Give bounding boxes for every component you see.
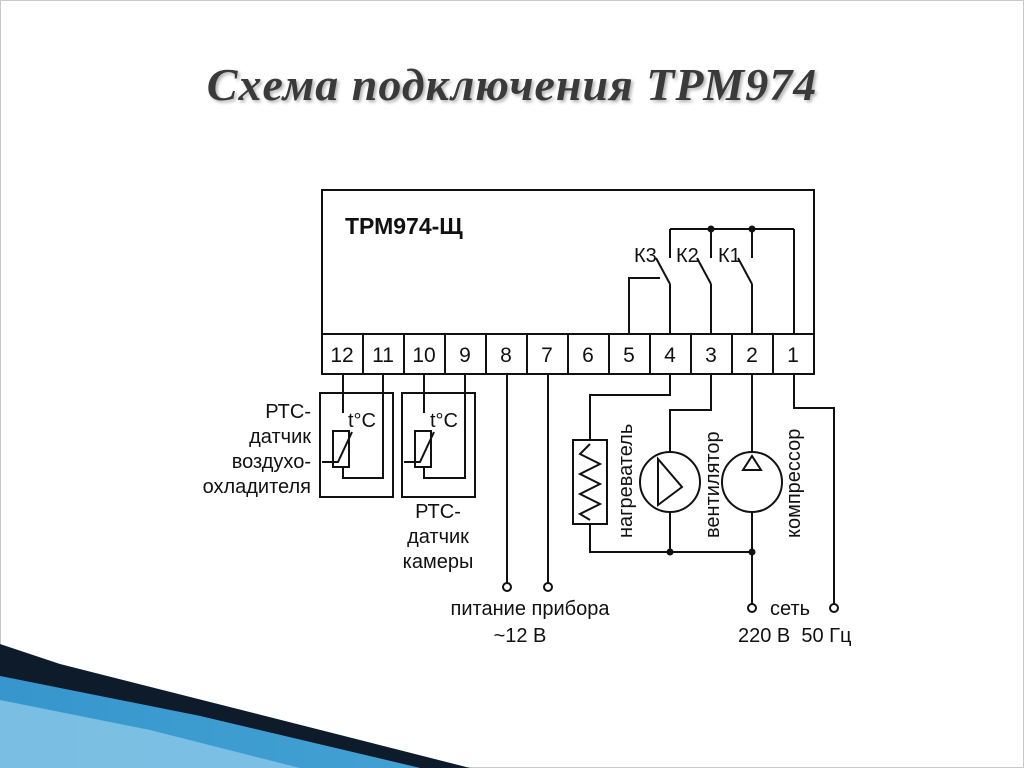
terminal-11: 11 bbox=[372, 344, 394, 367]
slide-title: Схема подключения ТРМ974 bbox=[206, 59, 818, 110]
terminal-4: 4 bbox=[664, 344, 676, 367]
terminal-10: 10 bbox=[412, 344, 435, 367]
chamber-temp-symbol: t°C bbox=[430, 410, 458, 432]
air-cooler-label-line-2: датчик bbox=[249, 426, 311, 448]
chamber-label-line-2: датчик bbox=[407, 526, 469, 548]
relay-contacts bbox=[628, 228, 795, 334]
terminal-6: 6 bbox=[582, 344, 594, 367]
terminal-1: 1 bbox=[787, 344, 799, 367]
relay-label-k3: К3 bbox=[634, 245, 657, 267]
terminal-9: 9 bbox=[459, 344, 471, 367]
heater-element bbox=[572, 374, 752, 553]
heater-label: нагреватель bbox=[615, 424, 637, 538]
chamber-label-line-1: РТС- bbox=[415, 501, 461, 523]
terminal-7: 7 bbox=[541, 344, 553, 367]
supply-terminals bbox=[502, 582, 839, 613]
device-model-label: ТРМ974-Щ bbox=[345, 213, 463, 239]
junction-dots bbox=[666, 225, 756, 556]
air-cooler-temp-symbol: t°C bbox=[348, 410, 376, 432]
fan-label: вентилятор bbox=[702, 431, 724, 538]
relay-label-k1: К1 bbox=[718, 245, 741, 267]
device-supply-label-line-2: ~12 В bbox=[494, 625, 547, 647]
terminal-3: 3 bbox=[705, 344, 717, 367]
relay-label-k2: К2 bbox=[676, 245, 699, 267]
terminal-2: 2 bbox=[746, 344, 758, 367]
air-cooler-label-line-4: охладителя bbox=[203, 476, 311, 498]
compressor-label: компрессор bbox=[783, 429, 805, 538]
terminal-8: 8 bbox=[500, 344, 512, 367]
fan-motor bbox=[639, 374, 712, 552]
air-cooler-sensor bbox=[319, 374, 394, 498]
chamber-label-line-3: камеры bbox=[403, 551, 474, 573]
air-cooler-label-line-1: РТС- bbox=[265, 401, 311, 423]
air-cooler-label-line-3: воздухо- bbox=[232, 451, 311, 473]
device-supply-label-line-1: питание прибора bbox=[451, 598, 611, 620]
terminal-12: 12 bbox=[330, 344, 353, 367]
chamber-sensor bbox=[401, 374, 476, 498]
mains-label-line-2: 220 В 50 Гц bbox=[738, 625, 851, 647]
compressor-motor bbox=[721, 374, 783, 604]
mains-label-line-1: сеть bbox=[770, 598, 810, 620]
terminal-5: 5 bbox=[623, 344, 635, 367]
